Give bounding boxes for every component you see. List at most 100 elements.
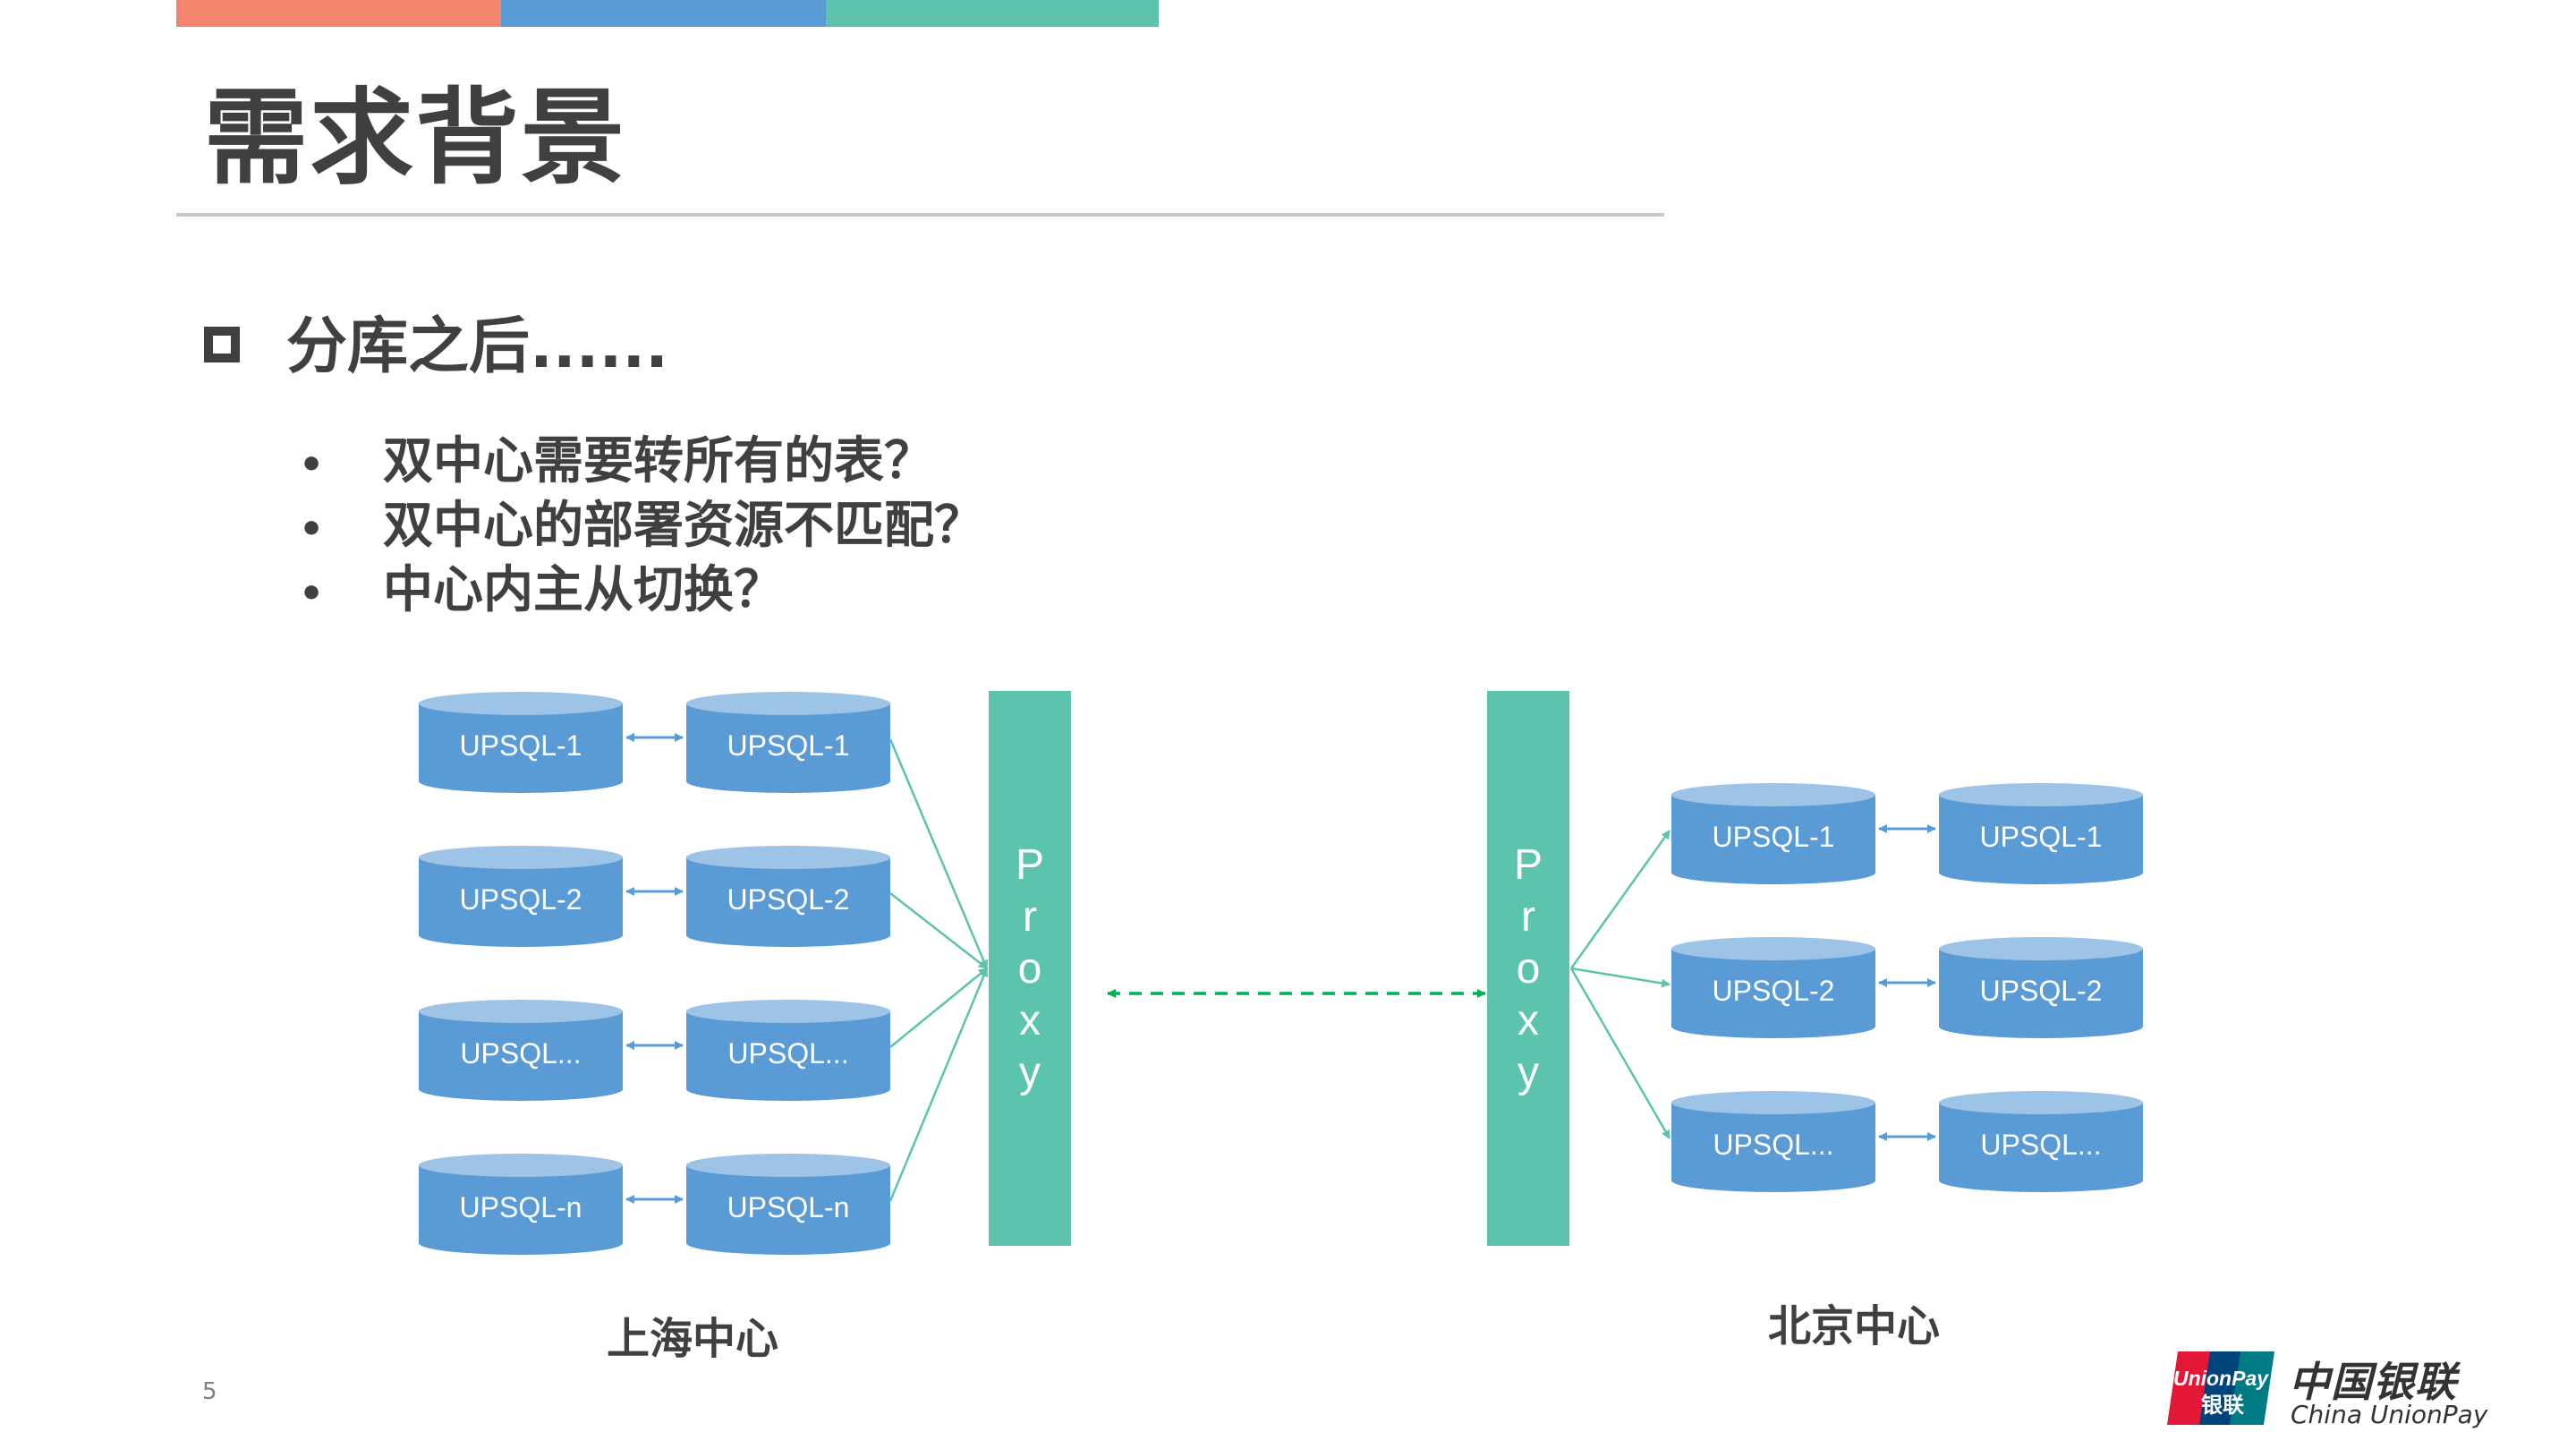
database-top [686,1000,890,1023]
shanghai-db-primary: UPSQL-2 [419,846,623,947]
beijing-db-replica: UPSQL... [1939,1091,2143,1192]
unionpay-card-text-top: UnionPay [2173,1367,2269,1390]
database-body [1939,795,2143,884]
proxy-letter: P [1514,841,1543,889]
bullet-item: • 双中心的部署资源不匹配？ [299,496,984,560]
database-label: UPSQL-2 [1713,975,1835,1007]
shanghai-db-primary: UPSQL... [419,1000,623,1101]
database-body [686,857,890,947]
shanghai-db-replica: UPSQL... [686,1000,890,1101]
bullet-item: • 双中心需要转所有的表？ [299,431,984,496]
unionpay-card-text-bottom: 银联 [2201,1393,2244,1418]
database-body [686,703,890,793]
slide-title: 需求背景 [204,78,626,199]
shanghai-db-primary: UPSQL-1 [419,692,623,793]
proxy-letter: P [1016,841,1044,889]
beijing-db-replica: UPSQL-1 [1939,783,2143,884]
beijing-db-primary: UPSQL-2 [1671,937,1875,1038]
bullet-text: 双中心的部署资源不匹配？ [383,497,984,555]
section-heading: 分库之后...... [204,303,668,392]
database-body [1671,949,1875,1038]
beijing-db-primary: UPSQL... [1671,1091,1875,1192]
logo-name-en: China UnionPay [2291,1400,2488,1429]
database-top [686,846,890,869]
database-label: UPSQL-1 [1713,821,1835,853]
database-body [1671,795,1875,884]
database-top [1671,937,1875,960]
database-label: UPSQL-n [727,1191,850,1223]
database-top [686,692,890,715]
proxy-connection [1569,830,1671,969]
database-label: UPSQL-2 [727,883,850,916]
database-body [419,703,623,793]
database-label: UPSQL... [727,1037,848,1070]
proxy-letter: y [1518,1049,1539,1096]
database-label: UPSQL... [1713,1129,1833,1161]
unionpay-card-icon: UnionPay 银联 [2167,1351,2274,1425]
beijing-db-primary: UPSQL-1 [1671,783,1875,884]
database-top [419,692,623,715]
database-body [1939,1103,2143,1192]
proxy-box [989,691,1071,1246]
shanghai-db-replica: UPSQL-1 [686,692,890,793]
proxy-connection [889,892,988,969]
unionpay-logo: UnionPay 银联 中国银联 China UnionPay [2165,1348,2487,1434]
database-label: UPSQL-n [460,1191,582,1223]
bullet-list: • 双中心需要转所有的表？ • 双中心的部署资源不匹配？ •中心内主从切换？ [299,431,984,625]
proxy-letter: x [1518,997,1539,1044]
database-body [1939,949,2143,1038]
logo-name-cn: 中国银联 [2289,1358,2457,1406]
bullet-item: •中心内主从切换？ [299,560,984,625]
beijing-db-replica: UPSQL-2 [1939,937,2143,1038]
bullet-text: 双中心需要转所有的表？ [383,432,934,490]
shanghai-db-primary: UPSQL-n [419,1154,623,1255]
database-top [1671,1091,1875,1114]
square-bullet-icon [204,327,240,363]
title-divider [176,213,1664,217]
proxy-letter: x [1019,997,1041,1044]
beijing-center-label: 北京中心 [1768,1301,1941,1351]
database-label: UPSQL-1 [727,729,850,762]
database-top [1939,783,2143,806]
shanghai-center-label: 上海中心 [607,1314,779,1364]
database-body [419,1165,623,1255]
proxy-connection [889,967,988,1048]
proxy-connection [888,738,989,969]
accent-bar-blue [501,0,826,27]
shanghai-db-replica: UPSQL-2 [686,846,890,947]
database-top [419,1000,623,1023]
database-label: UPSQL-1 [1980,821,2103,853]
proxy-box [1487,691,1569,1246]
database-label: UPSQL-1 [460,729,582,762]
database-top [1939,1091,2143,1114]
page-number: 5 [202,1378,217,1405]
database-top [419,1154,623,1177]
accent-bar-coral [176,0,501,27]
proxy-letter: o [1018,945,1042,993]
shanghai-db-replica: UPSQL-n [686,1154,890,1255]
section-heading-text: 分库之后...... [286,311,668,382]
bullet-dot: • [299,507,325,552]
database-body [1671,1103,1875,1192]
database-label: UPSQL-2 [1980,975,2103,1007]
proxy-connection [888,967,989,1202]
database-label: UPSQL... [460,1037,581,1070]
proxy-letter: r [1023,893,1037,941]
database-top [419,846,623,869]
database-body [419,857,623,947]
proxy-letter: r [1521,893,1535,941]
bullet-text: 中心内主从切换？ [383,561,784,619]
proxy-connection [1569,967,1671,1139]
proxy-connection [1570,967,1671,988]
accent-bar-teal [826,0,1159,27]
database-label: UPSQL-2 [460,883,582,916]
database-body [686,1011,890,1101]
proxy-letter: o [1517,945,1541,993]
database-top [1939,937,2143,960]
database-body [686,1165,890,1255]
database-top [686,1154,890,1177]
bullet-dot: • [299,442,325,488]
